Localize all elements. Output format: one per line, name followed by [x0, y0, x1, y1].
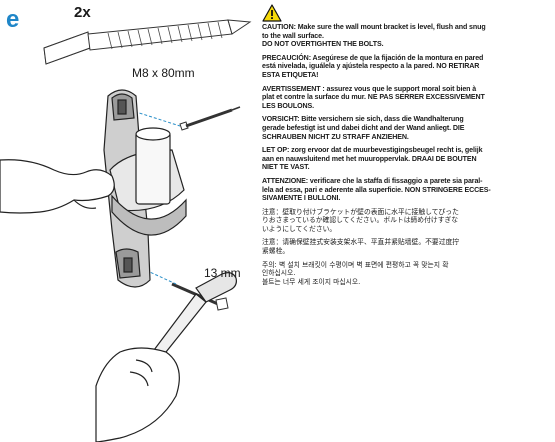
lag-bolt-small-bottom [171, 282, 229, 311]
illustration-panel: e 2x M8 x 80mm 13 mm [0, 0, 262, 442]
caution-japanese: 注意：壁取り付けブラケットが壁の表面に水平に接触してぴった りおさまっているか確… [262, 207, 459, 233]
warning-triangle-icon [262, 4, 282, 22]
bolt-quantity: 2x [74, 4, 91, 21]
hand-top [0, 159, 115, 214]
hand-wrench [95, 272, 237, 442]
caution-dutch: LET OP: zorg ervoor dat de muurbevestigi… [262, 146, 483, 172]
wall-bracket [103, 89, 187, 288]
wrench-size-label: 13 mm [204, 266, 241, 280]
caution-german: VORSICHT: Bitte versichern sie sich, das… [262, 115, 465, 141]
lag-bolt-small-top [179, 106, 241, 131]
bolt-size-label: M8 x 80mm [132, 66, 195, 80]
caution-spanish: PRECAUCIÓN: Asegúrese de que la fijación… [262, 53, 484, 79]
step-letter: e [6, 6, 20, 33]
lag-bolt-large [43, 19, 252, 65]
caution-french: AVERTISSEMENT : assurez vous que le supp… [262, 84, 485, 110]
caution-korean: 주의: 벽 설치 브래킷이 수평이며 벽 표면에 편평하고 꼭 맞는지 확 인하… [262, 260, 449, 286]
installation-illustration [0, 19, 252, 442]
caution-english: CAUTION: Make sure the wall mount bracke… [262, 23, 486, 49]
caution-italian: ATTENZIONE: verificare che la staffa di … [262, 176, 491, 203]
instructions-column: CAUTION: Make sure the wall mount bracke… [262, 4, 552, 291]
caution-chinese: 注意：请确保壁挂式安装支架水平、平直并紧贴墙壁。不要过度拧 紧螺栓。 [262, 238, 460, 256]
